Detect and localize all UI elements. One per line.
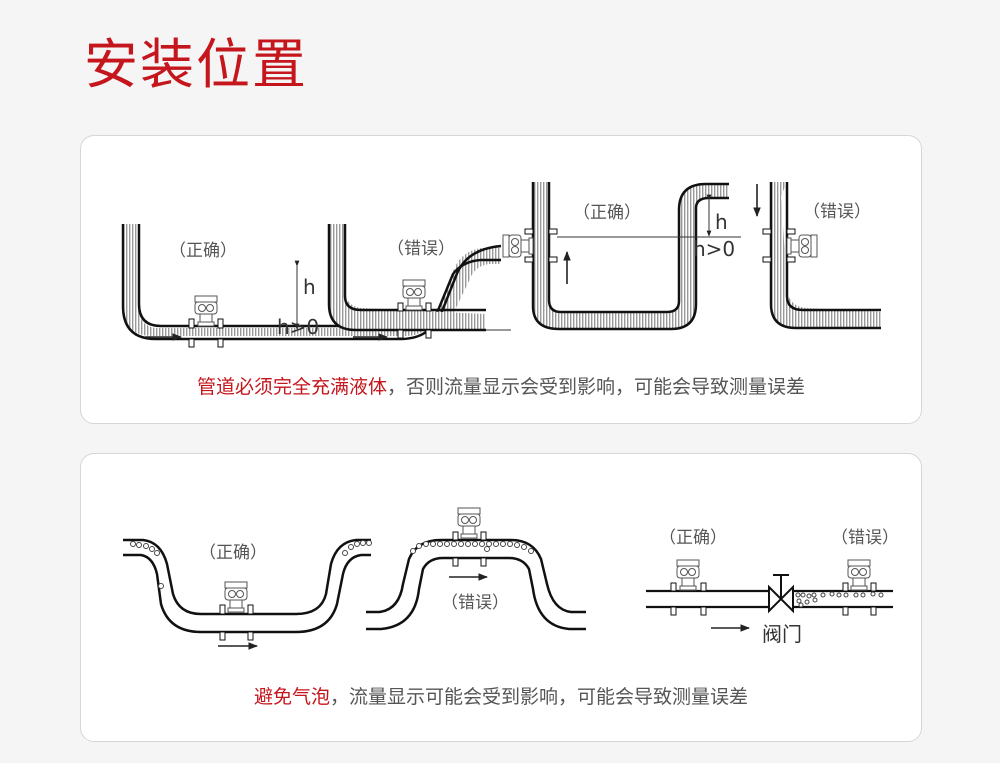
diagram-label: （正确） [659, 528, 727, 548]
height-label: h [303, 275, 316, 299]
condition-label: h>0 [277, 315, 319, 339]
avoid-bubbles-panel: （正确） （错误） [80, 453, 922, 742]
caption-highlight: 管道必须完全充满液体 [196, 376, 387, 398]
diagram-valve: （正确） （错误） 阀门 [646, 528, 899, 646]
height-label: h [715, 210, 728, 234]
diagram-label: （错误） [803, 202, 871, 222]
valve-label: 阀门 [762, 622, 802, 646]
caption-highlight: 避免气泡 [253, 686, 330, 708]
diagram-full-wrong-1: （错误） [327, 224, 486, 341]
avoid-bubbles-caption: 避免气泡，流量显示可能会受到影响，可能会导致测量误差 [81, 682, 921, 709]
valve-icon [768, 574, 794, 614]
bubble-diagrams: （正确） （错误） [123, 507, 899, 650]
diagram-bubble-correct-1: （正确） [123, 538, 372, 650]
condition-label: h>0 [693, 237, 735, 261]
diagram-full-correct-2: h h>0 （正确） [502, 182, 741, 331]
diagram-label: （错误） [831, 528, 899, 548]
full-pipe-diagrams: h h>0 （正确） （错误） [121, 182, 881, 348]
diagram-label: （正确） [573, 203, 641, 223]
diagram-full-wrong-2: （错误） [753, 182, 881, 330]
diagram-full-correct-1: h h>0 （正确） [121, 224, 511, 348]
full-pipe-caption: 管道必须完全充满液体，否则流量显示会受到影响，可能会导致测量误差 [81, 372, 921, 399]
full-pipe-panel: h h>0 （正确） （错误） [80, 135, 922, 424]
diagram-label: （错误） [387, 239, 455, 259]
caption-text: ，流量显示可能会受到影响，可能会导致测量误差 [330, 686, 749, 708]
diagram-label: （正确） [199, 543, 267, 563]
caption-text: ，否则流量显示会受到影响，可能会导致测量误差 [387, 376, 806, 398]
diagram-bubble-wrong-1: （错误） [366, 507, 586, 631]
page-title: 安装位置 [84, 33, 308, 96]
diagram-label: （错误） [441, 593, 509, 613]
diagram-label: （正确） [169, 241, 237, 261]
